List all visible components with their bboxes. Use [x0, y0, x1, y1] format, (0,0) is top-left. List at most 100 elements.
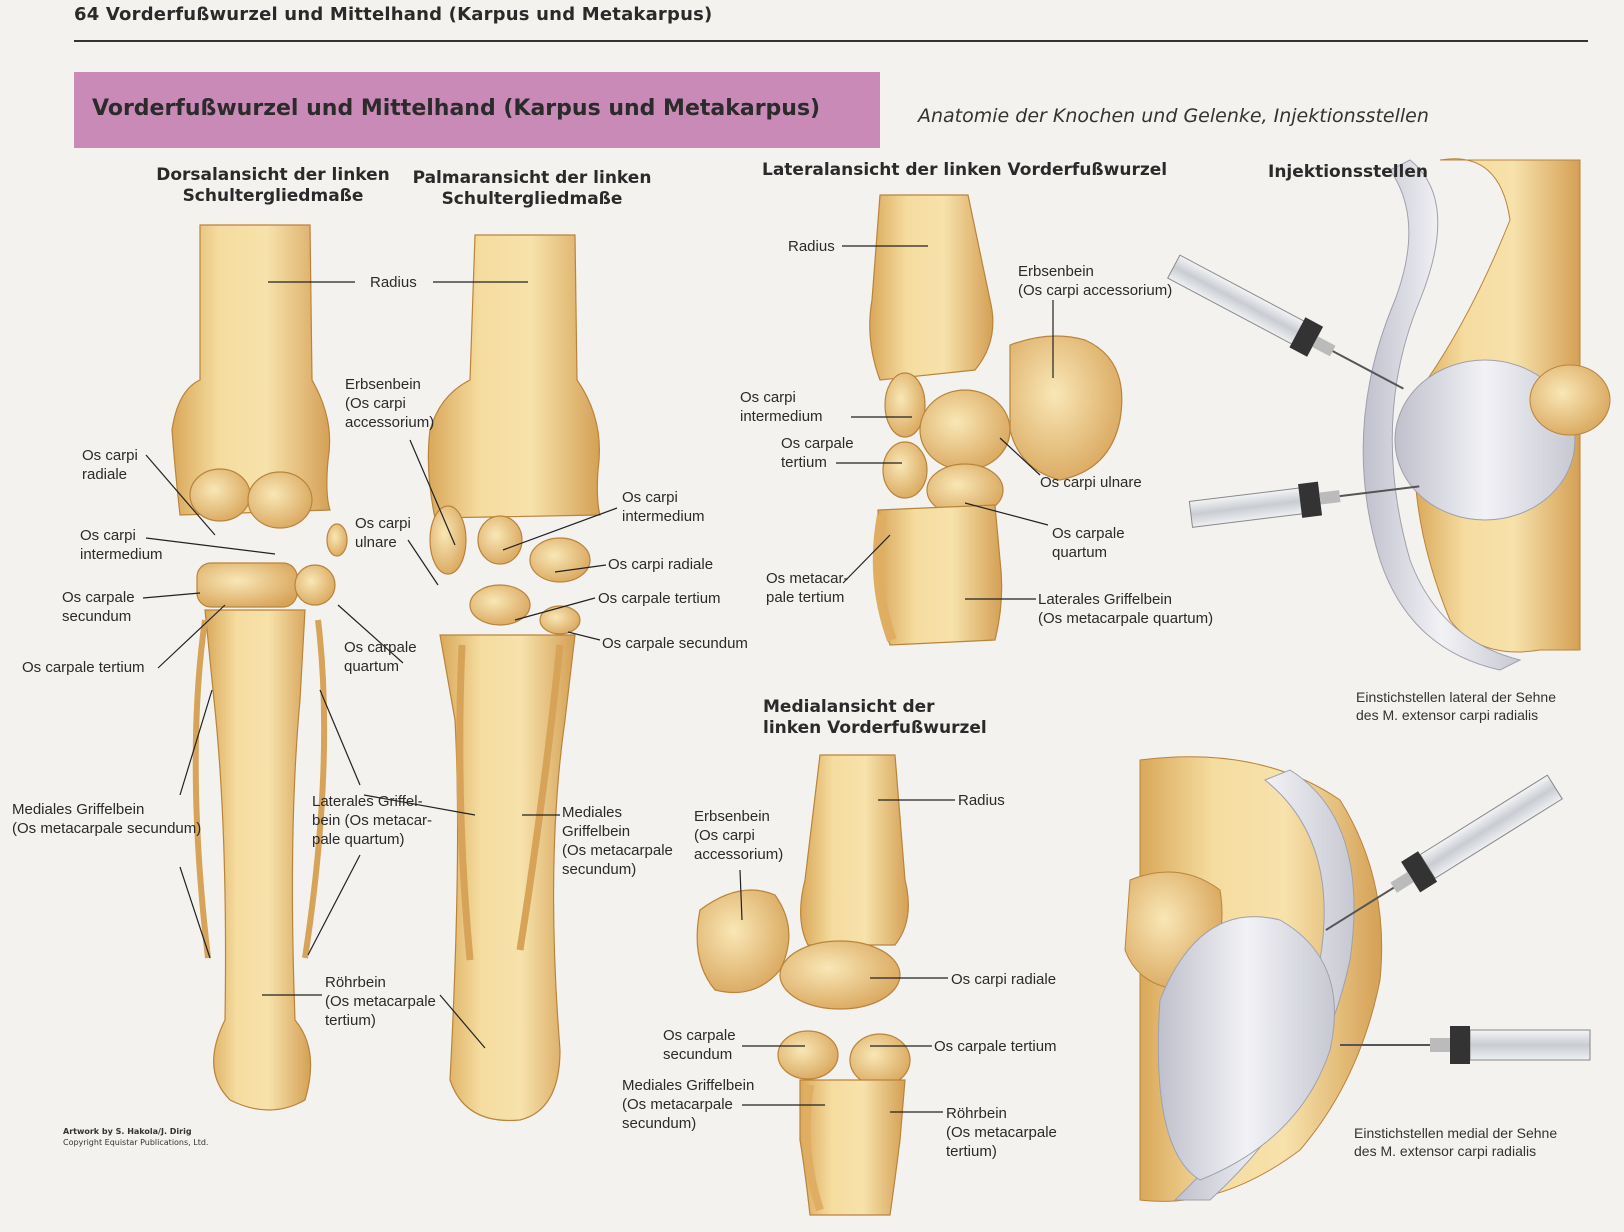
label-line: Griffelbein: [562, 823, 631, 840]
label-radius-center: Radius: [370, 274, 417, 291]
heading-palmar-line2: Schultergliedmaße: [441, 189, 623, 209]
label-palmar-carpale-tertium: Os carpale tertium: [598, 590, 721, 607]
label-medial-radius: Radius: [958, 792, 1005, 809]
label-carpi-ulnare-center: Os carpi ulnare: [355, 514, 411, 552]
syringe-upper-medial: [1325, 774, 1563, 931]
caption-line: Einstichstellen lateral der Sehne: [1356, 689, 1557, 705]
credit-line-1: Artwork by S. Hakola/J. Dirig: [63, 1127, 192, 1136]
label-medial-erbsenbein: Erbsenbein (Os carpi accessorium): [694, 807, 783, 864]
banner-title: Vorderfußwurzel und Mittelhand (Karpus u…: [92, 96, 821, 121]
label-line: ulnare: [355, 534, 397, 551]
label-medial-carpale-tertium: Os carpale tertium: [934, 1038, 1057, 1055]
label-line: Röhrbein: [325, 974, 386, 991]
label-line: secundum): [622, 1115, 697, 1132]
label-line: Os carpale: [663, 1027, 736, 1044]
label-line: accessorium): [694, 846, 784, 863]
label-palmar-carpi-radiale: Os carpi radiale: [608, 556, 714, 573]
label-lateral-radius: Radius: [788, 238, 835, 255]
label-medial-mediales-griffelbein: Mediales Griffelbein (Os metacarpale sec…: [622, 1076, 754, 1133]
label-line: accessorium): [345, 414, 435, 431]
heading-dorsal: Dorsalansicht der linken Schultergliedma…: [138, 165, 408, 207]
label-lateral-carpi-ulnare: Os carpi ulnare: [1040, 474, 1142, 491]
label-medial-carpale-secundum: Os carpale secundum: [663, 1026, 736, 1064]
label-line: bein (Os metacar-: [312, 812, 433, 829]
syringe-lower-medial: [1340, 1026, 1591, 1064]
label-line: (Os metacarpale: [622, 1096, 733, 1113]
label-line: secundum: [663, 1046, 733, 1063]
heading-lateral: Lateralansicht der linken Vorderfußwurze…: [762, 160, 1168, 180]
heading-medial-line2: linken Vorderfußwurzel: [763, 718, 987, 738]
dorsal-view-bones: [171, 224, 348, 1111]
heading-medial: Medialansicht der linken Vorderfußwurzel: [763, 697, 987, 739]
header-rule: [74, 40, 1588, 42]
label-line: intermedium: [80, 546, 163, 563]
label-line: Os carpi: [355, 515, 411, 532]
label-dorsal-carpale-tertium: Os carpale tertium: [22, 659, 145, 676]
injection-medial-illustration: [1124, 756, 1591, 1202]
label-line: tertium): [946, 1143, 997, 1160]
label-line: quartum: [1052, 544, 1108, 561]
label-line: Erbsenbein: [1018, 263, 1094, 280]
label-line: (Os metacarpale quartum): [1038, 610, 1214, 627]
subtitle: Anatomie der Knochen und Gelenke, Injekt…: [918, 105, 1429, 127]
heading-palmar: Palmaransicht der linken Schultergliedma…: [407, 168, 657, 210]
label-dorsal-mediales-griffelbein: Mediales Griffelbein (Os metacarpale sec…: [12, 800, 201, 838]
caption-lateral-injection: Einstichstellen lateral der Sehne des M.…: [1356, 688, 1556, 724]
heading-medial-line1: Medialansicht der: [763, 697, 935, 717]
label-line: tertium): [325, 1012, 376, 1029]
label-dorsal-carpi-radiale: Os carpi radiale: [82, 446, 138, 484]
label-palmar-mediales-griffelbein: Mediales Griffelbein (Os metacarpale sec…: [562, 803, 673, 879]
label-medial-carpi-radiale: Os carpi radiale: [951, 971, 1057, 988]
label-lateral-carpi-intermedium: Os carpi intermedium: [740, 388, 823, 426]
label-carpale-quartum-center: Os carpale quartum: [344, 638, 417, 676]
lateral-view-bones: [869, 194, 1123, 646]
label-line: (Os metacarpale: [325, 993, 436, 1010]
caption-line: des M. extensor carpi radialis: [1356, 707, 1539, 723]
label-line: intermedium: [622, 508, 705, 525]
label-laterales-griffelbein-center: Laterales Griffel- bein (Os metacar- pal…: [312, 792, 432, 849]
label-palmar-carpale-secundum: Os carpale secundum: [602, 635, 748, 652]
heading-dorsal-line2: Schultergliedmaße: [182, 186, 364, 206]
artwork-credit: Artwork by S. Hakola/J. Dirig Copyright …: [63, 1126, 208, 1148]
label-line: Röhrbein: [946, 1105, 1007, 1122]
label-line: Os carpi: [82, 447, 138, 464]
label-lateral-carpale-quartum: Os carpale quartum: [1052, 524, 1125, 562]
label-line: Os carpale: [1052, 525, 1125, 542]
label-line: (Os metacarpale: [946, 1124, 1057, 1141]
leader-lines: [142, 245, 1054, 1113]
label-line: (Os carpi: [345, 395, 406, 412]
label-line: intermedium: [740, 408, 823, 425]
label-line: tertium: [781, 454, 827, 471]
label-line: Mediales: [562, 804, 623, 821]
syringe-upper: [1167, 254, 1404, 390]
label-line: Erbsenbein: [345, 376, 421, 393]
label-line: Mediales Griffelbein: [12, 801, 145, 818]
heading-dorsal-line1: Dorsalansicht der linken: [156, 165, 390, 185]
label-line: (Os metacarpale: [562, 842, 673, 859]
label-dorsal-carpi-intermedium: Os carpi intermedium: [80, 526, 163, 564]
heading-palmar-line1: Palmaransicht der linken: [412, 168, 652, 188]
label-line: Os carpi: [622, 489, 678, 506]
label-line: pale quartum): [312, 831, 405, 848]
label-line: Os carpale: [344, 639, 417, 656]
title-banner: [74, 72, 880, 148]
label-line: Os carpi: [740, 389, 796, 406]
syringe-lower: [1188, 481, 1420, 528]
label-line: (Os carpi accessorium): [1018, 282, 1173, 299]
caption-line: Einstichstellen medial der Sehne: [1354, 1125, 1558, 1141]
label-line: Os metacar-: [766, 570, 849, 587]
caption-line: des M. extensor carpi radialis: [1354, 1143, 1537, 1159]
page-header: 64 Vorderfußwurzel und Mittelhand (Karpu…: [74, 4, 713, 25]
label-lateral-carpale-tertium: Os carpale tertium: [781, 434, 854, 472]
label-lateral-erbsenbein: Erbsenbein (Os carpi accessorium): [1018, 262, 1172, 300]
palmar-view-bones: [427, 234, 601, 1122]
label-erbsenbein-center: Erbsenbein (Os carpi accessorium): [345, 375, 434, 432]
label-line: Laterales Griffelbein: [1038, 591, 1172, 608]
label-line: secundum): [562, 861, 637, 878]
label-line: secundum: [62, 608, 132, 625]
label-line: Os carpale: [781, 435, 854, 452]
label-palmar-carpi-intermedium: Os carpi intermedium: [622, 488, 705, 526]
label-line: (Os carpi: [694, 827, 755, 844]
label-line: Mediales Griffelbein: [622, 1077, 755, 1094]
